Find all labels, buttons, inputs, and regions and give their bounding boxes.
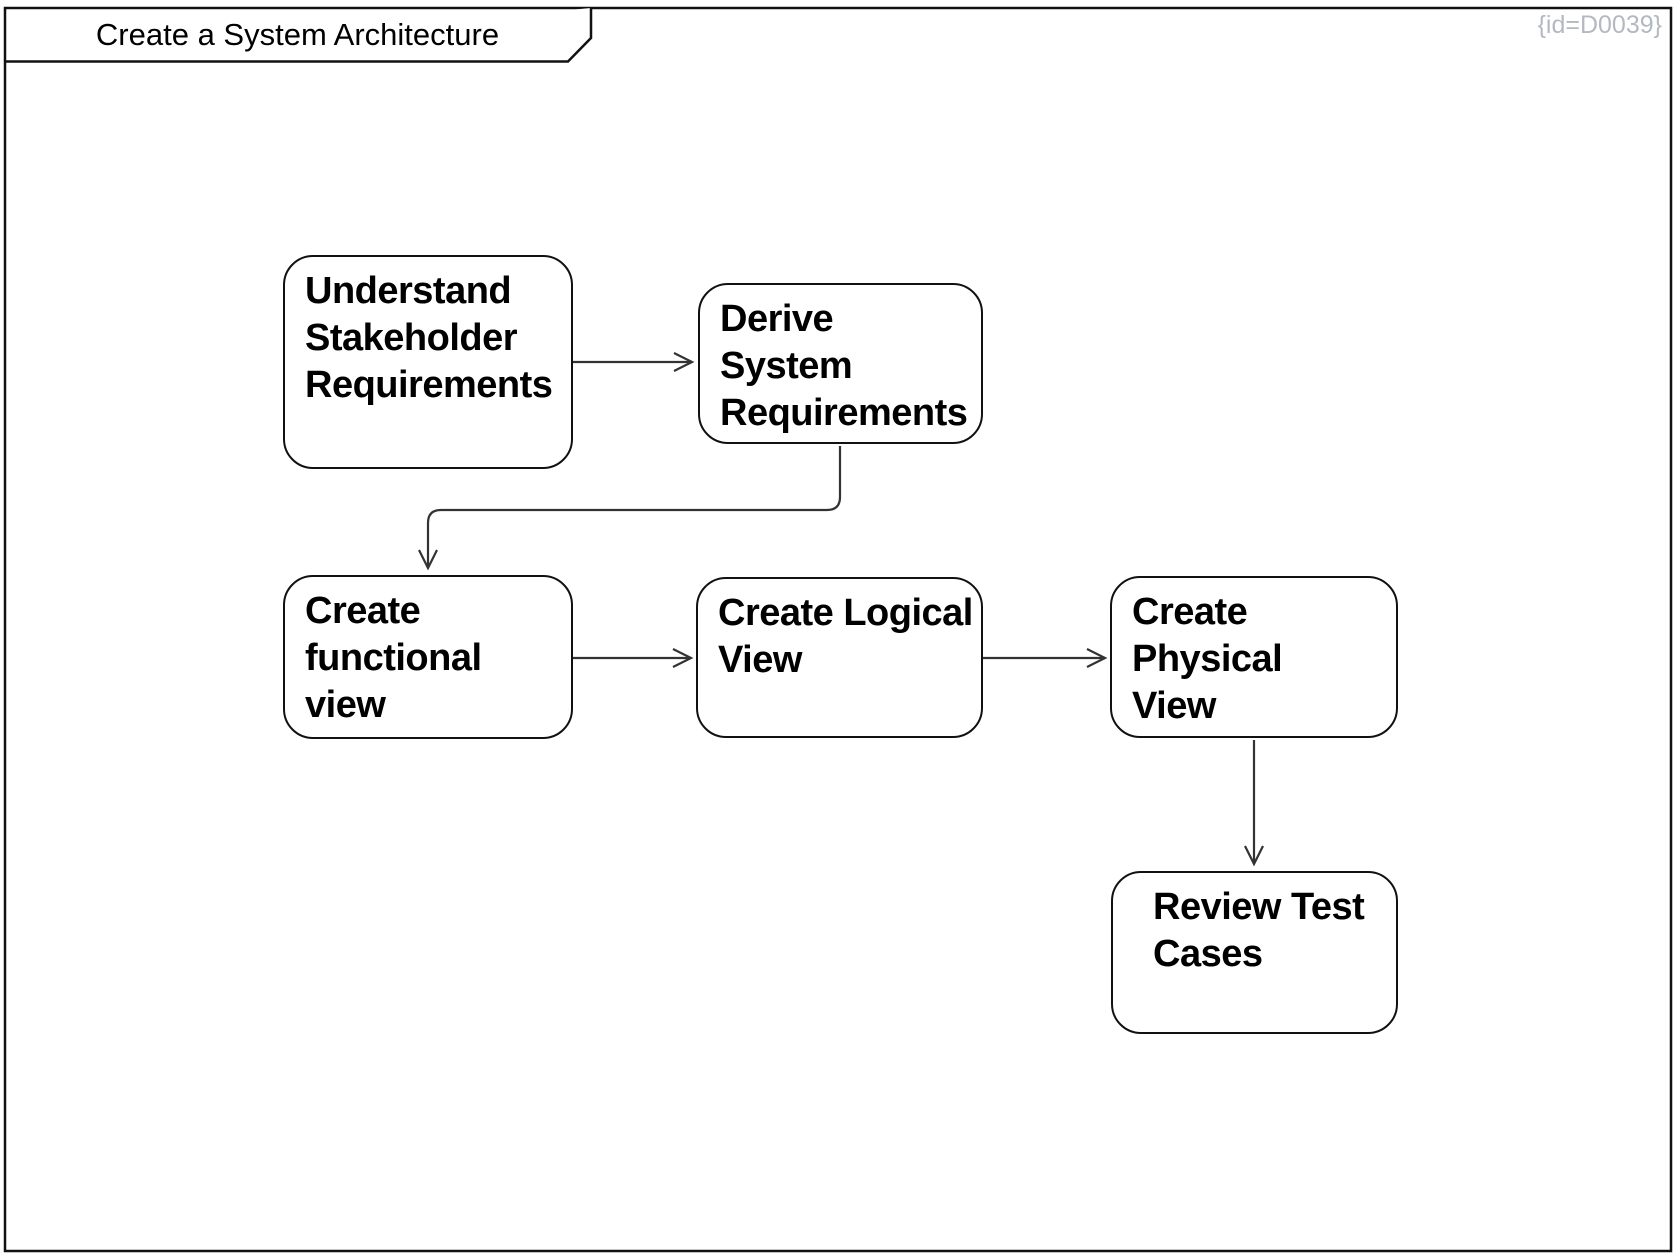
frame-border bbox=[3, 6, 1673, 1253]
node-create-logical-view[interactable]: Create Logical View bbox=[696, 577, 983, 738]
node-create-functional-view[interactable]: Create functional view bbox=[283, 575, 573, 739]
node-review-test-cases[interactable]: Review Test Cases bbox=[1111, 871, 1398, 1034]
node-create-physical-view[interactable]: Create Physical View bbox=[1110, 576, 1398, 738]
node-understand-stakeholder-requirements[interactable]: Understand Stakeholder Requirements bbox=[283, 255, 573, 469]
frame-title-tab bbox=[5, 8, 593, 63]
edge-derive-to-functional bbox=[418, 446, 842, 571]
frame-id-label: {id=D0039} bbox=[1537, 11, 1662, 39]
node-derive-system-requirements[interactable]: Derive System Requirements bbox=[698, 283, 983, 444]
frame-title: Create a System Architecture bbox=[95, 17, 500, 52]
